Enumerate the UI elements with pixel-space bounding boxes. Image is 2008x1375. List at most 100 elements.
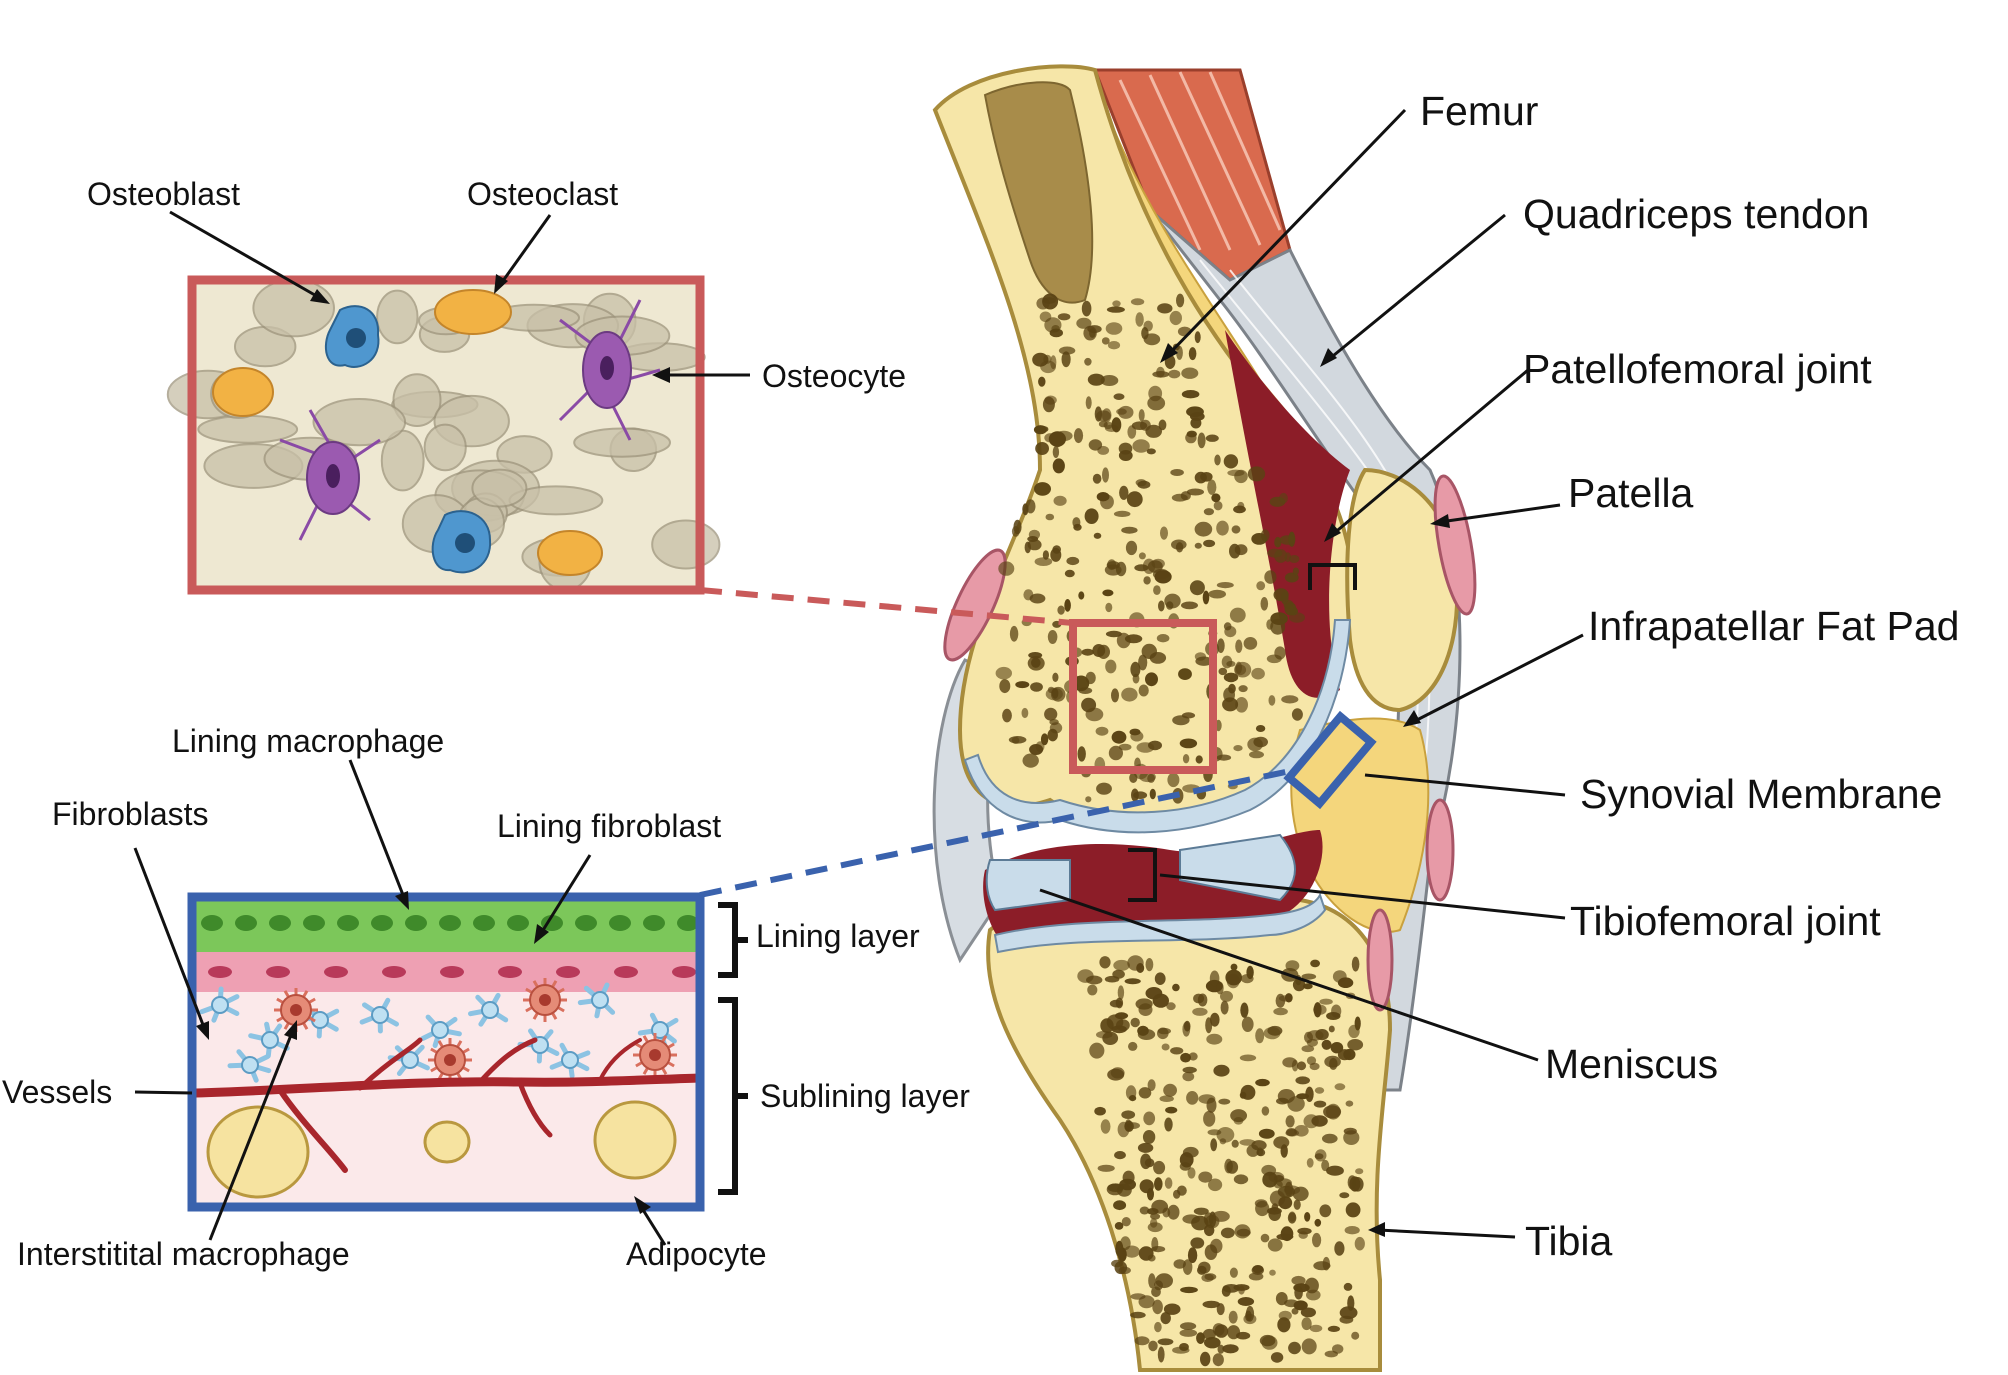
marrow-pore (1102, 467, 1109, 483)
marrow-pore (1193, 1207, 1209, 1216)
marrow-pore (1296, 1061, 1307, 1071)
sublining-layer-bracket (718, 997, 748, 1195)
marrow-pore (1311, 1115, 1328, 1127)
marrow-pore (1291, 1059, 1299, 1072)
label-lining-layer: Lining layer (756, 918, 920, 954)
marrow-pore (1099, 956, 1111, 969)
marrow-pore (1313, 1004, 1327, 1015)
marrow-pore (1351, 956, 1360, 972)
marrow-pore (998, 561, 1015, 576)
marrow-pore (1154, 1177, 1163, 1191)
marrow-pore (1269, 1190, 1286, 1207)
lining-macrophage-nucleus (269, 915, 291, 931)
trabecular-cavity (312, 398, 407, 447)
marrow-pore (1177, 1185, 1187, 1196)
trabecular-cavity (471, 468, 528, 508)
lining-fibroblast-nucleus (440, 966, 464, 978)
marrow-pore (1190, 417, 1202, 429)
marrow-pore (1104, 424, 1119, 432)
lining-macrophage-nucleus (235, 915, 257, 931)
marrow-pore (1212, 1323, 1225, 1336)
marrow-pore (1130, 1293, 1146, 1300)
trabecular-cavity (573, 427, 671, 458)
marrow-pore (1187, 1167, 1196, 1179)
patellofemoral-joint-arrowhead (1324, 523, 1341, 542)
lining-fibroblast-nucleus (614, 966, 638, 978)
sublining-fibroblast (468, 992, 509, 1027)
marrow-pore (1310, 959, 1320, 968)
adipocyte-arrowhead (634, 1196, 651, 1214)
marrow-pore (1274, 536, 1282, 548)
marrow-pore (1049, 328, 1064, 338)
femur-leader (1166, 108, 1407, 357)
marrow-pore (1131, 788, 1139, 802)
patellofemoral-bracket (1308, 563, 1357, 590)
marrow-pore (1105, 602, 1113, 613)
marrow-pore (1348, 1024, 1360, 1038)
synovium-inset-frame (187, 892, 705, 1212)
marrow-pore (1152, 1299, 1163, 1315)
marrow-pore (1179, 738, 1198, 749)
sublining-fibroblast (199, 986, 240, 1023)
marrow-pore (999, 679, 1011, 694)
lining-fibroblast-leader (538, 854, 592, 936)
marrow-pore (1306, 1158, 1314, 1168)
marrow-pore (1347, 1039, 1364, 1051)
marrow-pore (1053, 495, 1067, 506)
marrow-pore (1128, 1041, 1138, 1051)
marrow-pore (1221, 1285, 1231, 1297)
infrapatellar-fat-pad-shape (1290, 717, 1430, 933)
marrow-pore (1143, 1111, 1156, 1126)
marrow-pore (1344, 1226, 1360, 1235)
marrow-pore (1186, 406, 1204, 418)
marrow-pore (1120, 1236, 1131, 1251)
marrow-pore (1129, 1095, 1137, 1102)
marrow-pore (1113, 959, 1130, 971)
marrow-pore (1206, 1033, 1223, 1045)
marrow-pore (1107, 341, 1121, 350)
marrow-pore (1043, 354, 1052, 364)
marrow-pore (1291, 708, 1303, 721)
marrow-pore (1277, 1089, 1295, 1104)
marrow-pore (1134, 564, 1149, 572)
marrow-pore (1113, 1200, 1127, 1211)
marrow-pore (1327, 1325, 1340, 1332)
marrow-pore (1216, 981, 1224, 995)
lining-fibroblast-nucleus (498, 966, 522, 978)
marrow-pore (1314, 1087, 1325, 1094)
marrow-pore (1136, 742, 1155, 753)
marrow-pore (1147, 560, 1163, 573)
marrow-pore (1227, 1325, 1241, 1340)
lining-macrophage-nucleus (439, 915, 461, 931)
marrow-pore (1109, 999, 1123, 1008)
marrow-pore (1052, 446, 1060, 458)
marrow-pore (1251, 533, 1268, 545)
marrow-pore (1343, 1282, 1353, 1291)
marrow-pore (1288, 531, 1296, 547)
marrow-pore (1197, 1265, 1207, 1275)
patella-leader (1439, 503, 1561, 524)
marrow-pore (1164, 1117, 1173, 1132)
marrow-pore (1224, 626, 1237, 638)
sublining-fibroblast (227, 1049, 272, 1083)
marrow-pore (1085, 796, 1092, 803)
meniscus-posterior (985, 859, 1071, 912)
marrow-pore (1273, 588, 1289, 602)
marrow-pore (1243, 1313, 1257, 1325)
marrow-pore (1345, 1202, 1361, 1218)
label-fibroblasts: Fibroblasts (52, 796, 209, 832)
marrow-pore (1106, 306, 1125, 313)
marrow-pore (1117, 985, 1125, 1000)
lining-fibroblast-nucleus (556, 966, 580, 978)
marrow-pore (1203, 1212, 1214, 1226)
marrow-pore (1087, 984, 1098, 996)
fibroblasts-leader (133, 847, 207, 1031)
marrow-pore (1111, 688, 1119, 703)
marrow-pore (1111, 1259, 1123, 1268)
bursa-infrapatellar (1425, 798, 1455, 902)
marrow-pore (1102, 1031, 1119, 1046)
marrow-pore (1247, 466, 1266, 482)
marrow-pore (1113, 393, 1125, 401)
marrow-pore (1201, 1273, 1214, 1283)
marrow-pore (1319, 998, 1333, 1005)
